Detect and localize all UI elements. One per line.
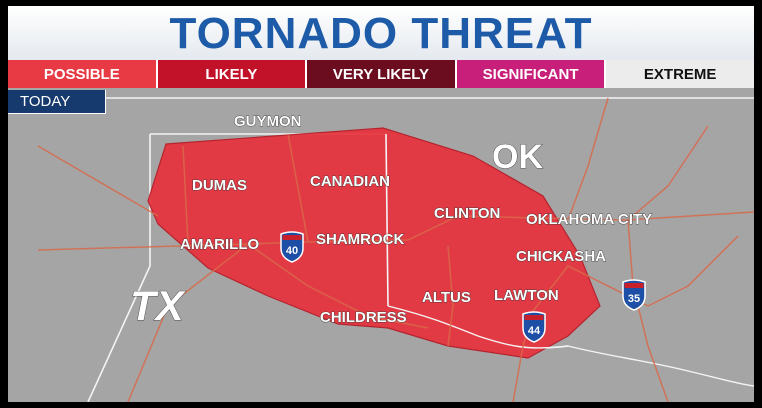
title-bar: TORNADO THREAT [8,6,754,60]
state-label-tx: TX [130,282,187,329]
legend-likely: LIKELY [157,60,308,88]
legend-extreme: EXTREME [606,60,754,88]
threat-legend: POSSIBLE LIKELY VERY LIKELY SIGNIFICANT … [8,60,754,88]
road-north [182,145,189,245]
highways [37,97,754,402]
us287-highway [247,243,429,329]
i44-highway [512,265,649,402]
map-panel: OK TX GUYMON DUMAS CANADIAN AMARILLO SHA… [8,6,754,402]
interstate-shield-35: 35 [622,279,646,311]
nm-tx-border [87,134,151,402]
city-shamrock: SHAMROCK [316,231,404,248]
red-river-overlay [387,305,569,349]
legend-very-likely: VERY LIKELY [307,60,457,88]
road-sw [127,243,249,402]
city-dumas: DUMAS [192,177,247,194]
city-guymon: GUYMON [234,113,302,130]
city-oklahoma-city: OKLAHOMA CITY [526,211,652,228]
interstate-shield-44: 44 [522,311,546,343]
shield-40-number: 40 [286,245,298,257]
shield-35-number: 35 [628,293,640,305]
city-clinton: CLINTON [434,205,500,222]
legend-possible-label: POSSIBLE [43,65,120,83]
map-title: TORNADO THREAT [169,9,593,58]
city-amarillo: AMARILLO [180,236,259,253]
city-labels: GUYMON DUMAS CANADIAN AMARILLO SHAMROCK … [180,113,653,327]
road-west [37,145,159,217]
legend-likely-label: LIKELY [205,65,258,83]
legend-very-likely-label: VERY LIKELY [332,65,430,83]
road-altus [447,245,454,347]
legend-extreme-label: EXTREME [643,65,717,83]
road-ne [287,133,309,243]
legend-significant: SIGNIFICANT [456,60,607,88]
state-label-ok: OK [492,138,543,176]
i40-highway [37,211,754,251]
city-lawton: LAWTON [494,287,559,304]
road-east2 [627,125,709,221]
road-se [647,235,739,307]
tx-ok-border-overlay [385,133,389,307]
city-altus: ALTUS [422,289,471,306]
shield-44-number: 44 [528,325,541,337]
city-chickasha: CHICKASHA [516,248,606,265]
city-childress: CHILDRESS [320,309,407,326]
i35-highway [627,219,669,402]
road-east1 [567,97,609,221]
legend-significant-label: SIGNIFICANT [482,65,579,83]
city-canadian: CANADIAN [310,173,390,190]
day-tab: TODAY [8,90,106,114]
legend-possible: POSSIBLE [8,60,158,88]
interstate-shield-40: 40 [280,231,304,263]
